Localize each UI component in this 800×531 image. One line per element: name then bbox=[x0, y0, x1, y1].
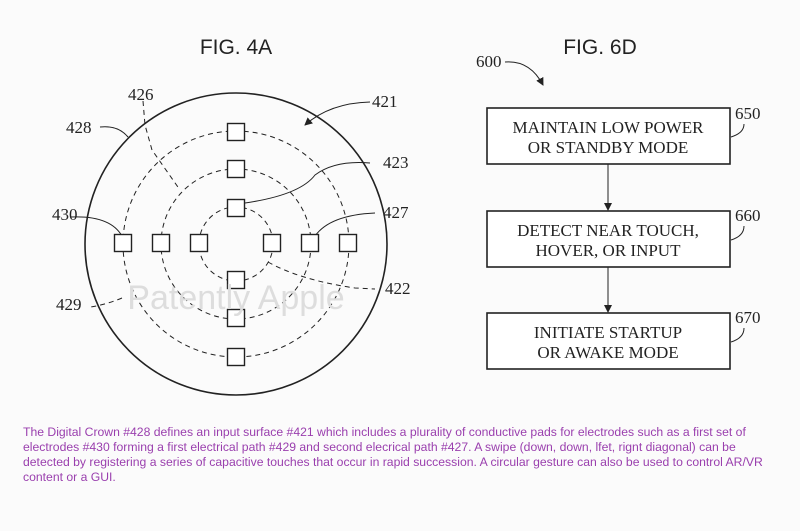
fig-4a-title: FIG. 4A bbox=[200, 36, 272, 59]
inner-ring bbox=[198, 206, 274, 282]
flowchart: MAINTAIN LOW POWER OR STANDBY MODE 650 D… bbox=[486, 104, 761, 370]
leader-430 bbox=[69, 216, 123, 237]
fig-6d-title: FIG. 6D bbox=[563, 36, 637, 59]
step-660: DETECT NEAR TOUCH, HOVER, OR INPUT 660 bbox=[486, 206, 761, 268]
electrode-pad bbox=[226, 308, 246, 328]
label-430: 430 bbox=[52, 205, 78, 224]
leader-423 bbox=[244, 162, 371, 204]
electrode-pad bbox=[226, 270, 246, 290]
step-ref: 660 bbox=[735, 206, 761, 225]
label-600: 600 bbox=[476, 52, 502, 71]
electrode-pad bbox=[189, 233, 209, 253]
electrode-pad bbox=[338, 233, 358, 253]
step-text: INITIATE STARTUP bbox=[534, 323, 682, 342]
electrode-pads bbox=[113, 122, 358, 367]
label-421: 421 bbox=[372, 92, 398, 111]
label-428: 428 bbox=[66, 118, 92, 137]
leader-427 bbox=[314, 212, 376, 237]
label-426: 426 bbox=[128, 85, 154, 104]
step-text: DETECT NEAR TOUCH, bbox=[517, 221, 699, 240]
electrode-pad bbox=[226, 198, 246, 218]
electrode-pad bbox=[226, 159, 246, 179]
step-670: INITIATE STARTUP OR AWAKE MODE 670 bbox=[486, 308, 761, 370]
step-text: OR STANDBY MODE bbox=[528, 138, 688, 157]
watermark: Patently Apple bbox=[127, 279, 344, 317]
path-426 bbox=[142, 100, 181, 191]
electrode-pad bbox=[226, 347, 246, 367]
electrode-pad bbox=[151, 233, 171, 253]
step-text: OR AWAKE MODE bbox=[537, 343, 678, 362]
electrode-pad bbox=[300, 233, 320, 253]
path-429 bbox=[89, 297, 123, 308]
arrow-600 bbox=[504, 61, 544, 86]
electrode-pad bbox=[113, 233, 133, 253]
label-427: 427 bbox=[383, 203, 409, 222]
crown-outline bbox=[84, 92, 388, 396]
step-ref: 670 bbox=[735, 308, 761, 327]
label-429: 429 bbox=[56, 295, 82, 314]
step-text: HOVER, OR INPUT bbox=[536, 241, 682, 260]
caption: The Digital Crown #428 defines an input … bbox=[23, 425, 763, 484]
label-422: 422 bbox=[385, 279, 411, 298]
leader-428 bbox=[99, 126, 129, 138]
step-text: MAINTAIN LOW POWER bbox=[513, 118, 705, 137]
label-423: 423 bbox=[383, 153, 409, 172]
path-422 bbox=[267, 261, 376, 290]
arrow-421 bbox=[304, 101, 371, 126]
electrode-pad bbox=[262, 233, 282, 253]
step-ref: 650 bbox=[735, 104, 761, 123]
step-650: MAINTAIN LOW POWER OR STANDBY MODE 650 bbox=[486, 104, 761, 165]
electrode-pad bbox=[226, 122, 246, 142]
